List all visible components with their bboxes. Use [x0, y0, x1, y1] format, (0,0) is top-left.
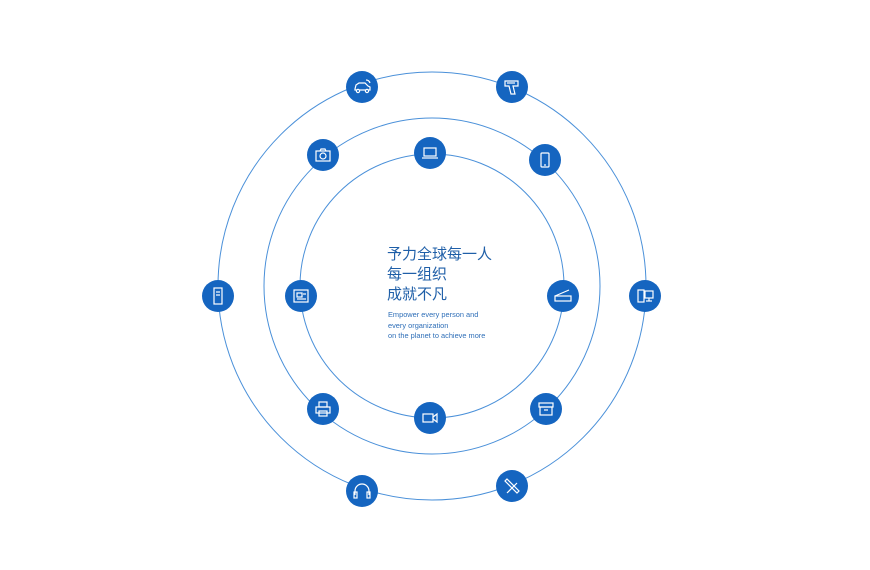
storage-box-icon: [530, 393, 562, 425]
subtitle-line-3: on the planet to achieve more: [388, 331, 486, 340]
desktop-computer-icon: [629, 280, 661, 312]
printer-icon: [307, 393, 339, 425]
headphones-icon: [346, 475, 378, 507]
barcode-scanner-icon: [496, 71, 528, 103]
stylus-tablet-icon: [496, 470, 528, 502]
headline: 予力全球每一人 每一组织 成就不凡: [387, 244, 492, 304]
smartphone-icon: [529, 144, 561, 176]
headline-line-3: 成就不凡: [387, 285, 448, 303]
camera-icon: [307, 139, 339, 171]
subtitle-line-1: Empower every person and: [388, 310, 479, 319]
laptop-icon: [414, 137, 446, 169]
tower-computer-icon: [202, 280, 234, 312]
middle-ring: [263, 117, 601, 455]
headline-line-1: 予力全球每一人: [387, 245, 493, 263]
video-camera-icon: [414, 402, 446, 434]
monitor-screen-icon: [285, 280, 317, 312]
car-icon: [346, 71, 378, 103]
scanner-icon: [547, 280, 579, 312]
headline-line-2: 每一组织: [387, 265, 448, 283]
subtitle-line-2: every organization: [388, 320, 449, 330]
subtitle: Empower every person and every organizat…: [388, 310, 485, 342]
